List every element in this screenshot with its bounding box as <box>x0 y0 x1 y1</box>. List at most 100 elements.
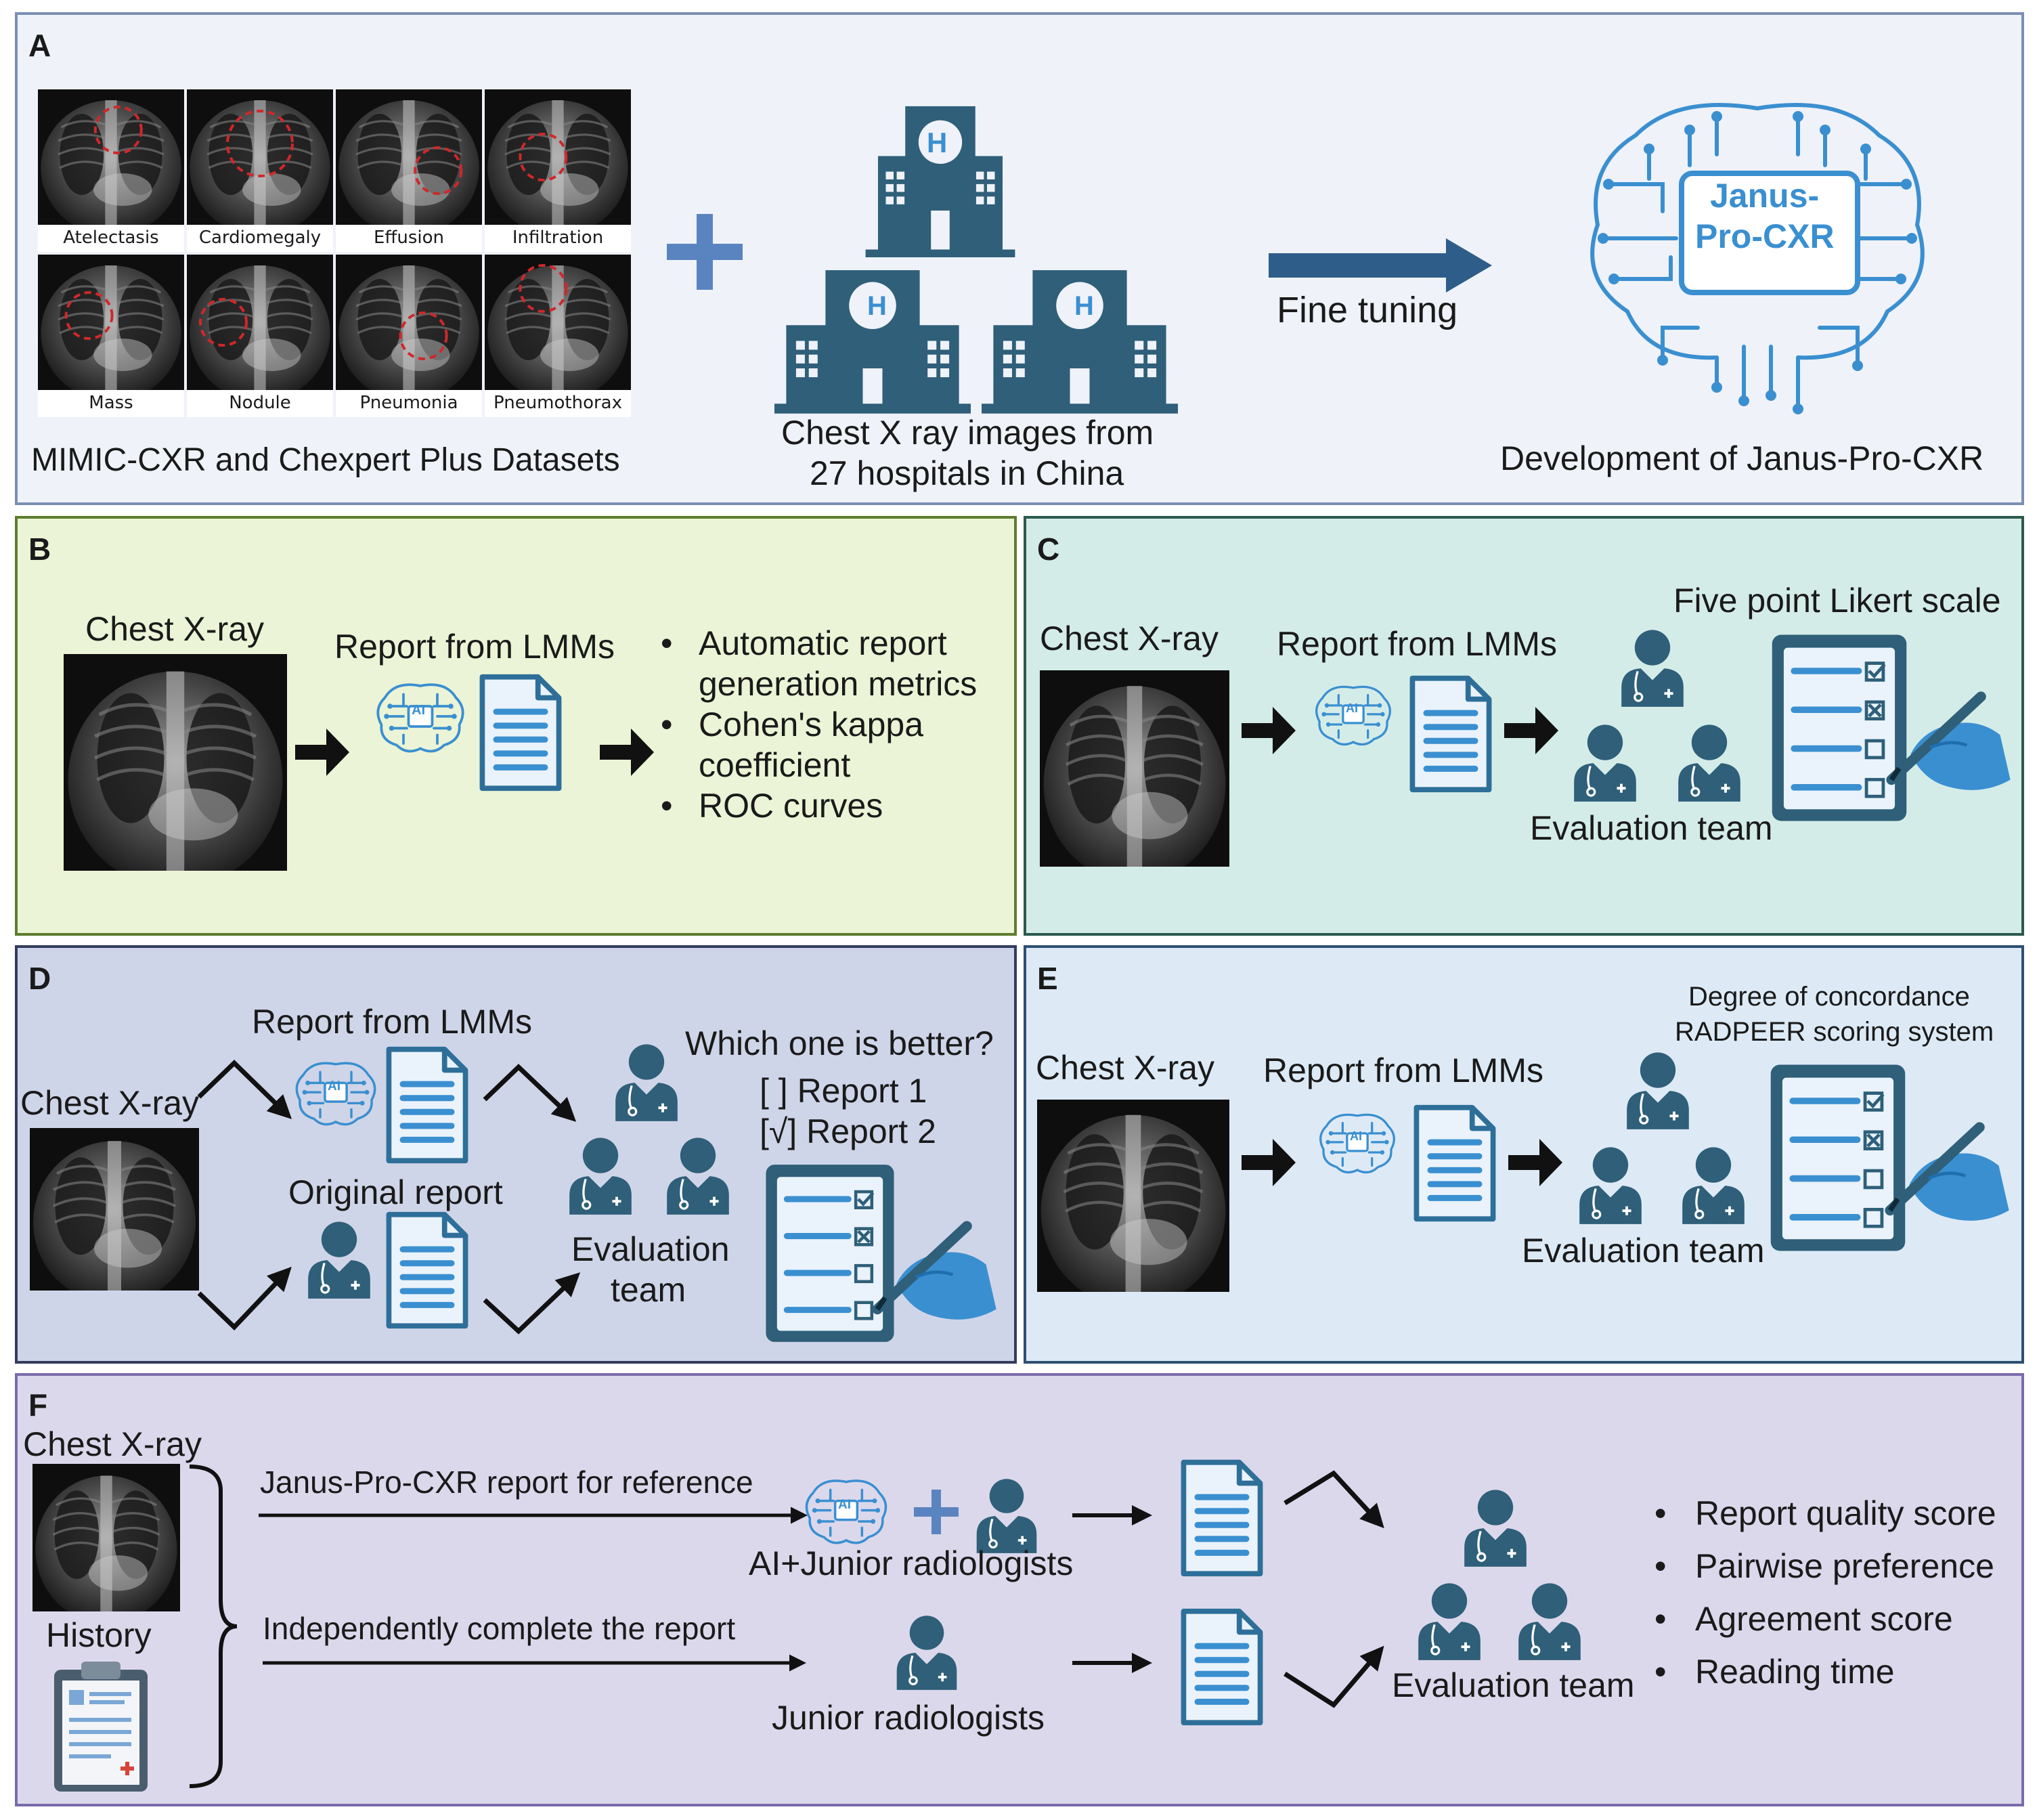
arrow-icon <box>600 729 654 776</box>
lesion-marker <box>519 133 568 181</box>
chest-xray-image <box>1040 670 1229 867</box>
team-label: Evaluation team <box>1522 1232 1765 1270</box>
panel-label: F <box>28 1387 48 1423</box>
team-label: Evaluation team <box>1530 809 1773 847</box>
disease-label: Mass <box>89 393 133 413</box>
disease-thumbnail: Atelectasis <box>38 89 184 252</box>
team-label-line1: Evaluation <box>571 1230 730 1268</box>
arrow-icon <box>295 729 349 776</box>
xray-thumbnail-image <box>38 255 184 390</box>
report-document-icon <box>477 672 565 794</box>
xray-thumbnail-image <box>485 255 631 390</box>
doctor-icon <box>1463 1488 1528 1568</box>
lesion-marker <box>519 264 568 313</box>
history-label: History <box>46 1616 152 1654</box>
doctor-icon <box>1578 1146 1643 1226</box>
disease-thumbnail: Cardiomegaly <box>187 89 333 252</box>
team-label-line2: team <box>611 1271 686 1309</box>
panel-label: C <box>1037 532 1060 567</box>
hospitals-caption-line2: 27 hospitals in China <box>810 454 1124 492</box>
fine-tuning-arrow <box>1269 238 1492 292</box>
xray-title: Chest X-ray <box>1036 1049 1214 1087</box>
ai-badge: AI <box>328 1079 341 1093</box>
disease-thumbnail: Pneumothorax <box>485 255 631 417</box>
arrow-icon <box>1242 707 1296 754</box>
doctor-icon <box>665 1136 730 1216</box>
xray-thumbnail-image <box>187 89 333 225</box>
circuit-brain-icon <box>1590 103 1925 414</box>
doctor-icon <box>975 1477 1038 1555</box>
hospital-icon <box>774 270 971 414</box>
bullet-list: •Automatic report generation metrics •Co… <box>661 623 977 826</box>
writing-hand-icon <box>871 1213 999 1328</box>
fine-tuning-label: Fine tuning <box>1277 290 1458 330</box>
list-item: •Agreement score <box>1654 1600 1953 1638</box>
original-report-title: Original report <box>288 1173 503 1211</box>
bracket <box>189 1465 238 1788</box>
scale-title: Five point Likert scale <box>1673 582 2001 620</box>
panel-label: D <box>28 961 51 996</box>
panel-e: E Chest X-ray Report from LMMs AI Evalua… <box>1024 945 2024 1364</box>
doctor-icon <box>1681 1146 1746 1226</box>
model-caption: Development of Janus-Pro-CXR <box>1500 439 1984 477</box>
ai-brain-icon <box>1315 685 1391 746</box>
list-item: •Pairwise preference <box>1654 1547 1994 1585</box>
xray-thumbnail-image <box>187 255 333 390</box>
ai-badge: AI <box>1350 1129 1362 1143</box>
disease-label: Pneumonia <box>359 393 458 413</box>
report-title: Report from LMMs <box>1263 1052 1543 1089</box>
hospital-icon <box>865 106 1015 257</box>
panel-f: F Chest X-ray History Janus-Pro-CXR repo… <box>15 1373 2024 1806</box>
top-arrow-label: Janus-Pro-CXR report for reference <box>260 1465 753 1500</box>
report-document-icon <box>1407 673 1495 795</box>
panel-c: C Chest X-ray Report from LMMs AI Evalua… <box>1024 516 2024 936</box>
arrow-icon <box>1508 1139 1562 1186</box>
lesion-marker <box>226 110 294 177</box>
option-report-2: [√] Report 2 <box>760 1112 936 1150</box>
xray-title: Chest X-ray <box>1040 620 1219 657</box>
xray-thumbnail-image <box>336 255 482 390</box>
disease-label: Nodule <box>229 393 291 413</box>
list-item: •Automatic report generation metrics <box>661 624 978 703</box>
report-document-icon <box>1178 1457 1266 1579</box>
disease-thumbnail: Nodule <box>187 255 333 417</box>
clipboard-icon <box>54 1662 148 1792</box>
panel-label: E <box>1037 961 1058 996</box>
writing-hand-icon <box>1883 1114 2012 1230</box>
panel-label: A <box>28 28 51 63</box>
bullet-list: •Report quality score •Pairwise preferen… <box>1654 1487 1996 1698</box>
doctor-icon <box>1625 1051 1690 1131</box>
doctor-icon <box>1517 1582 1582 1662</box>
disease-thumbnail: Effusion <box>336 89 482 252</box>
lesion-marker <box>64 291 114 340</box>
ai-group-label: AI+Junior radiologists <box>749 1544 1074 1582</box>
report-title: Report from LMMs <box>1277 625 1557 663</box>
lesion-marker <box>93 106 143 154</box>
disease-label: Effusion <box>374 228 444 248</box>
model-name-line2: Pro-CXR <box>1695 217 1835 255</box>
xray-title: Chest X-ray <box>85 610 264 648</box>
panel-b: B Chest X-ray Report from LMMs AI •Autom… <box>15 516 1017 936</box>
panel-d: D Chest X-ray Report from LMMs AI Origin… <box>15 945 1017 1364</box>
question-label: Which one is better? <box>685 1024 994 1062</box>
disease-label: Atelectasis <box>63 228 159 248</box>
doctor-icon <box>614 1043 679 1123</box>
bottom-arrow-label: Independently complete the report <box>263 1611 736 1646</box>
ai-badge: AI <box>838 1498 851 1512</box>
lesion-marker <box>199 298 248 347</box>
doctor-icon <box>1677 723 1742 803</box>
doctor-icon <box>568 1136 633 1216</box>
team-label: Evaluation team <box>1392 1666 1635 1704</box>
panel-label: B <box>28 532 51 567</box>
chest-xray-image <box>1037 1100 1229 1292</box>
doctor-icon <box>1417 1582 1482 1662</box>
arrow-icon <box>1242 1139 1296 1186</box>
model-name-line1: Janus- <box>1710 177 1820 215</box>
hospitals-caption-line1: Chest X ray images from <box>781 414 1154 452</box>
plus-icon <box>914 1490 959 1534</box>
list-item: •Reading time <box>1654 1653 1895 1691</box>
ai-badge: AI <box>1346 701 1358 715</box>
disease-label: Infiltration <box>512 228 604 248</box>
plus-icon <box>667 214 743 290</box>
